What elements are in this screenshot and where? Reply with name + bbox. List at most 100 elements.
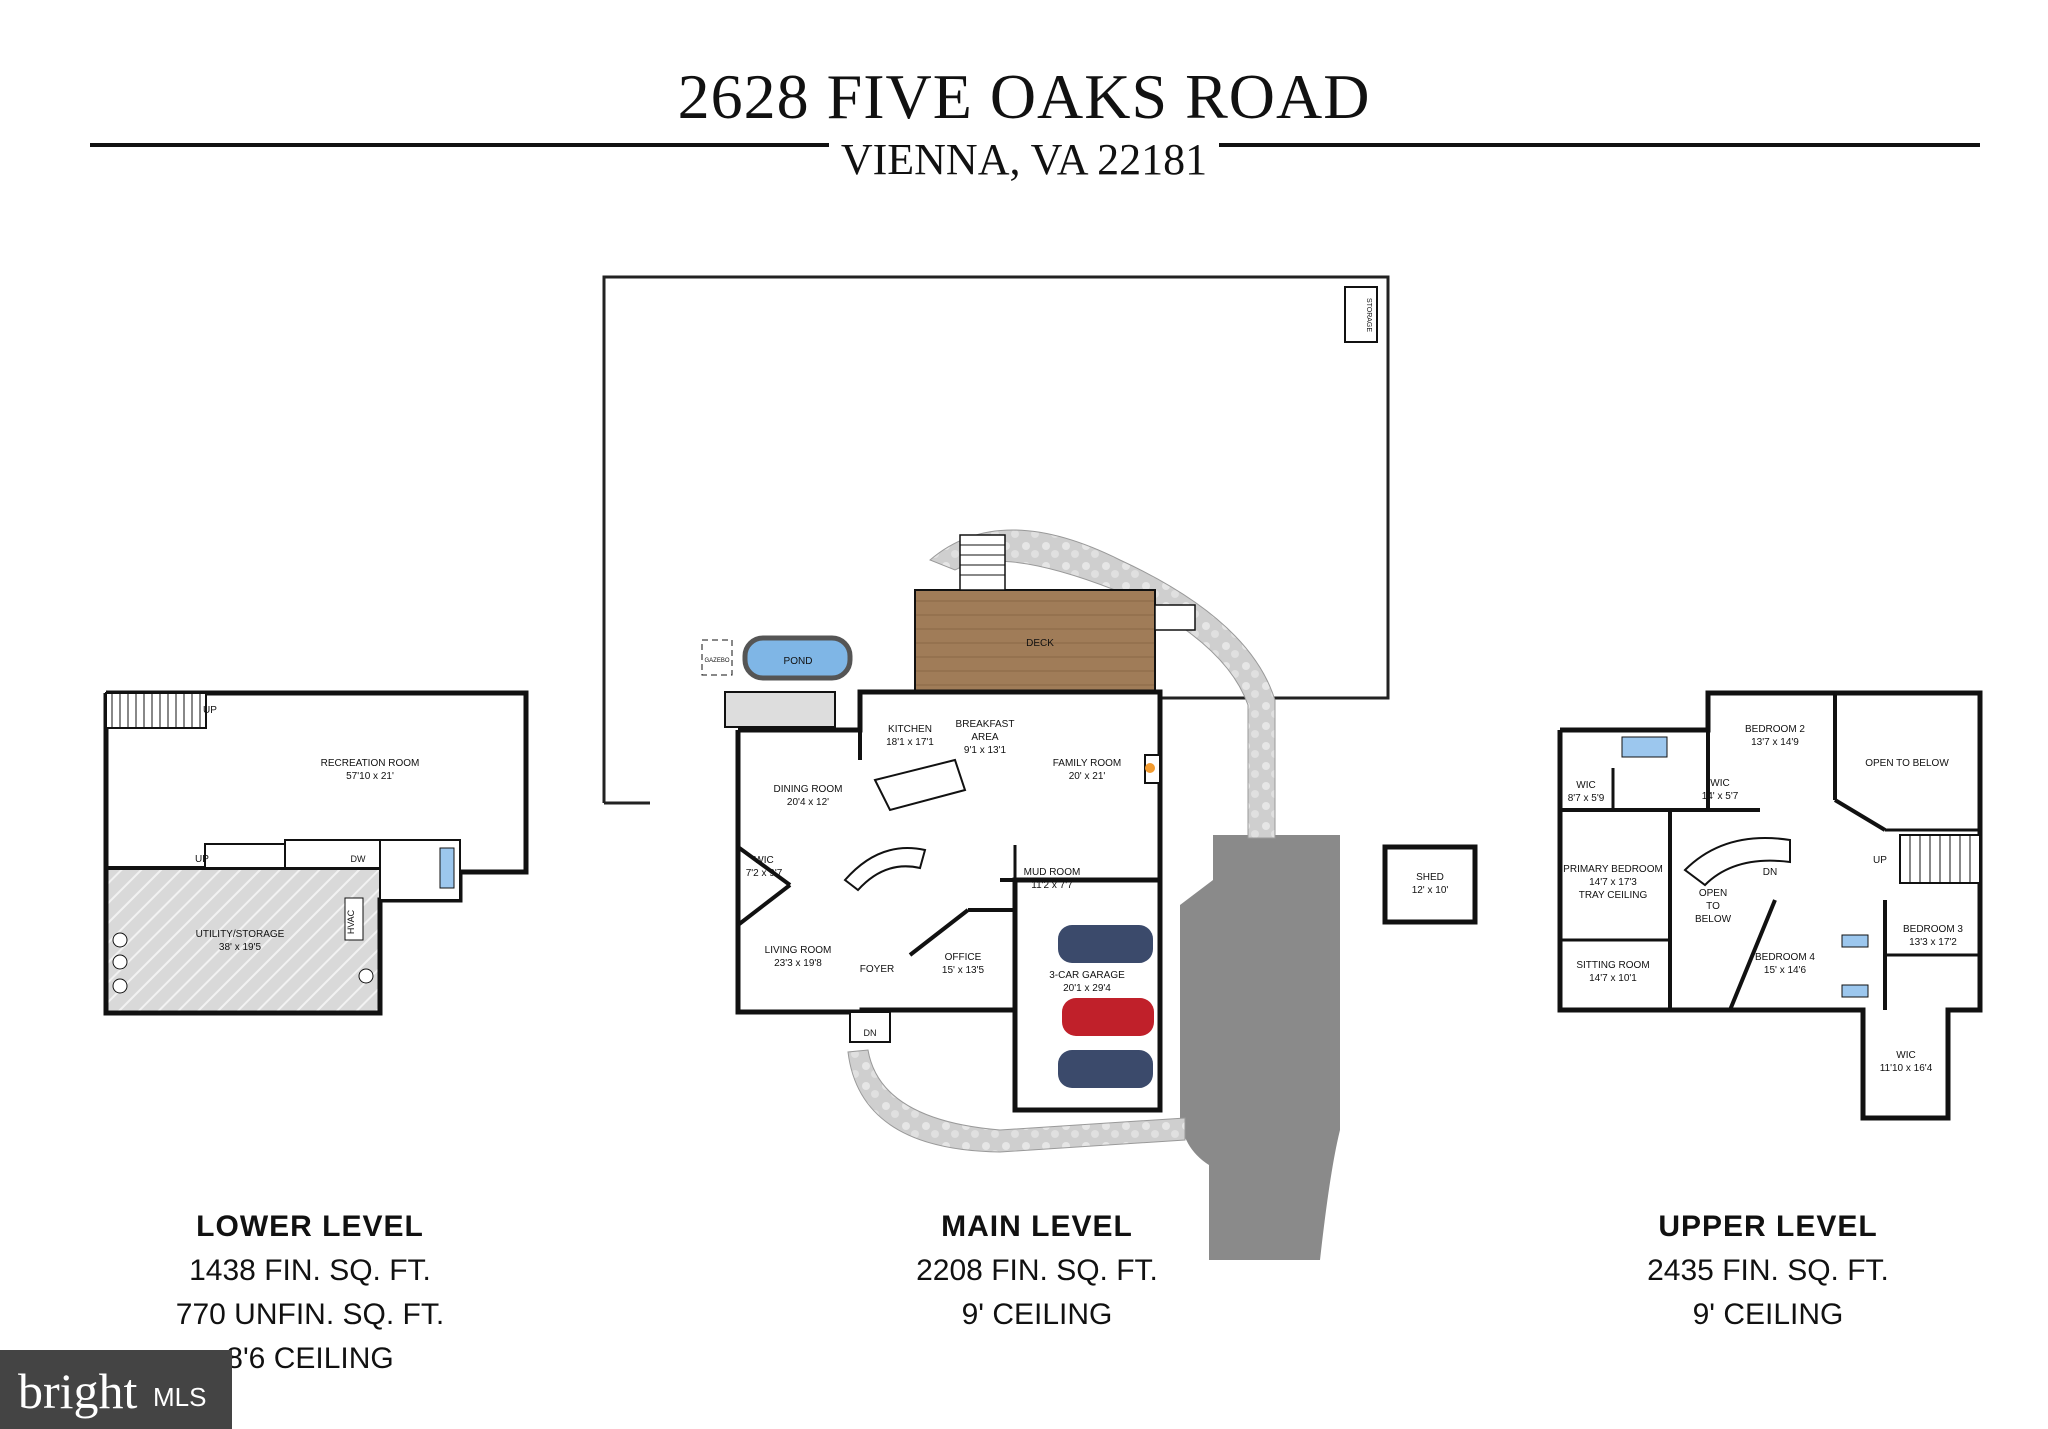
upper-wic1-name: WIC bbox=[1576, 780, 1595, 791]
primary-bedroom-dim: 14'7 x 17'3 bbox=[1589, 877, 1637, 888]
deck-stairs bbox=[959, 534, 1006, 591]
wet-bar bbox=[284, 839, 381, 869]
main-wic-name: WIC bbox=[754, 855, 773, 866]
upper-up-label: UP bbox=[1873, 855, 1887, 866]
upper-tub bbox=[1621, 736, 1668, 758]
mud-room-dim: 11'2 x 7'7 bbox=[1031, 880, 1073, 891]
upper-level-caption: UPPER LEVEL 2435 FIN. SQ. FT. 9' CEILING bbox=[1518, 1210, 2018, 1332]
utility-room-dim: 38' x 19'5 bbox=[219, 942, 262, 953]
upper-curved-stair bbox=[1683, 837, 1791, 887]
family-room-name: FAMILY ROOM bbox=[1053, 758, 1122, 769]
fireplace-flame bbox=[1145, 763, 1155, 773]
lot-boundary bbox=[602, 275, 1390, 803]
car-red bbox=[1062, 998, 1154, 1036]
sitting-room-dim: 14'7 x 10'1 bbox=[1589, 973, 1637, 984]
open-to-below-2b: TO bbox=[1706, 901, 1720, 912]
main-curved-stair bbox=[843, 847, 927, 892]
mls-logo-text: MLS bbox=[153, 1382, 207, 1412]
sitting-room-name: SITTING ROOM bbox=[1576, 960, 1649, 971]
lower-stair bbox=[105, 692, 207, 729]
city-subtitle: VIENNA, VA 22181 bbox=[0, 134, 2048, 185]
pond bbox=[742, 635, 853, 681]
lower-stair-2 bbox=[204, 843, 286, 869]
car-blue-1 bbox=[1058, 925, 1153, 963]
lower-level-caption: LOWER LEVEL 1438 FIN. SQ. FT. 770 UNFIN.… bbox=[60, 1210, 560, 1376]
kitchen-name: KITCHEN bbox=[888, 724, 932, 735]
kitchen-dim: 18'1 x 17'1 bbox=[886, 737, 934, 748]
upper-level-line-2: 9' CEILING bbox=[1692, 1298, 1844, 1331]
recreation-room-dim: 57'10 x 21' bbox=[346, 771, 394, 782]
header-rule-left bbox=[90, 143, 852, 147]
lower-dw-label: DW bbox=[351, 854, 366, 864]
car-blue-2 bbox=[1058, 1050, 1153, 1088]
breakfast-name-2: AREA bbox=[971, 732, 999, 743]
city-text: VIENNA, VA 22181 bbox=[828, 135, 1220, 184]
lower-level-name: LOWER LEVEL bbox=[196, 1210, 424, 1243]
main-level-line-2: 9' CEILING bbox=[961, 1298, 1113, 1331]
lower-level-line-3: 8'6 CEILING bbox=[226, 1342, 394, 1375]
breakfast-name: BREAKFAST bbox=[956, 719, 1015, 730]
utility-room-name: UTILITY/STORAGE bbox=[196, 929, 285, 940]
sump-pump bbox=[358, 968, 374, 984]
main-dn-label: DN bbox=[864, 1028, 877, 1038]
lower-level-line-1: 1438 FIN. SQ. FT. bbox=[189, 1254, 431, 1287]
main-wic-dim: 7'2 x 9'7 bbox=[746, 868, 783, 879]
bedroom4-name: BEDROOM 4 bbox=[1755, 952, 1815, 963]
recreation-room-name: RECREATION ROOM bbox=[321, 758, 420, 769]
water-heater-2 bbox=[112, 954, 128, 970]
water-heater-3 bbox=[112, 978, 128, 994]
shed bbox=[1382, 844, 1478, 925]
dining-room-dim: 20'4 x 12' bbox=[787, 797, 829, 808]
bedroom3-name: BEDROOM 3 bbox=[1903, 924, 1963, 935]
office-dim: 15' x 13'5 bbox=[942, 965, 985, 976]
primary-bedroom-note: TRAY CEILING bbox=[1579, 890, 1648, 901]
front-stoop bbox=[849, 1011, 891, 1043]
open-to-below-1: OPEN TO BELOW bbox=[1865, 758, 1949, 769]
storage-shed-lot bbox=[1344, 286, 1378, 343]
living-room-name: LIVING ROOM bbox=[765, 945, 832, 956]
lower-up-label-2: UP bbox=[195, 854, 209, 865]
bright-logo-text: bright bbox=[18, 1363, 138, 1419]
foyer-label: FOYER bbox=[860, 964, 894, 975]
upper-wic3-dim: 11'10 x 16'4 bbox=[1880, 1063, 1933, 1074]
bath-tub-3 bbox=[1841, 984, 1869, 998]
upper-wic1-dim: 8'7 x 5'9 bbox=[1568, 793, 1605, 804]
header-rule-right bbox=[1200, 143, 1980, 147]
hvac-unit bbox=[344, 897, 364, 941]
upper-level-name: UPPER LEVEL bbox=[1658, 1210, 1878, 1243]
deck-side-stairs bbox=[1154, 604, 1196, 631]
pond-label: POND bbox=[784, 656, 813, 667]
upper-level-plan bbox=[1557, 690, 1983, 1121]
bedroom3-dim: 13'3 x 17'2 bbox=[1909, 937, 1957, 948]
garage-name: 3-CAR GARAGE bbox=[1049, 970, 1125, 981]
bedroom2-dim: 13'7 x 14'9 bbox=[1751, 737, 1799, 748]
open-to-below-2a: OPEN bbox=[1699, 888, 1727, 899]
open-to-below-2c: BELOW bbox=[1695, 914, 1732, 925]
basement-exterior-stair bbox=[724, 691, 836, 728]
upper-dn-label: DN bbox=[1763, 867, 1777, 878]
main-level-caption: MAIN LEVEL 2208 FIN. SQ. FT. 9' CEILING bbox=[787, 1210, 1287, 1332]
family-room-dim: 20' x 21' bbox=[1069, 771, 1106, 782]
shed-name: SHED bbox=[1416, 872, 1444, 883]
hvac-label: HVAC bbox=[346, 909, 356, 934]
bath-tub-2 bbox=[1841, 934, 1869, 948]
upper-level-line-1: 2435 FIN. SQ. FT. bbox=[1647, 1254, 1889, 1287]
main-level-name: MAIN LEVEL bbox=[941, 1210, 1133, 1243]
lower-level-plan bbox=[103, 690, 529, 1016]
kitchen-island bbox=[873, 758, 967, 812]
bedroom2-name: BEDROOM 2 bbox=[1745, 724, 1805, 735]
water-heater-1 bbox=[112, 932, 128, 948]
living-room-dim: 23'3 x 19'8 bbox=[774, 958, 822, 969]
upper-outer-walls bbox=[1557, 690, 1983, 1121]
dining-room-name: DINING ROOM bbox=[774, 784, 843, 795]
lower-up-label: UP bbox=[203, 705, 217, 716]
main-level-plan bbox=[602, 275, 1478, 1260]
office-name: OFFICE bbox=[945, 952, 982, 963]
upper-wic3-name: WIC bbox=[1896, 1050, 1915, 1061]
primary-bedroom-name: PRIMARY BEDROOM bbox=[1563, 864, 1663, 875]
mud-room-name: MUD ROOM bbox=[1024, 867, 1081, 878]
upper-wic2-name: WIC bbox=[1710, 778, 1729, 789]
driveway bbox=[1180, 835, 1340, 1260]
bedroom4-dim: 15' x 14'6 bbox=[1764, 965, 1807, 976]
